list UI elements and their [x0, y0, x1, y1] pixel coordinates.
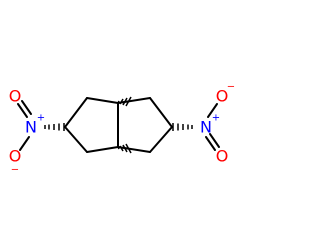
charge-n-left: + [37, 113, 45, 124]
hashed-bond-right-nitro [172, 123, 193, 131]
bond-c7-c8 [149, 126, 173, 153]
bond-c8-c4 [117, 146, 151, 153]
bond-n-right-o-top [207, 103, 218, 118]
bond-c5-c1 [64, 126, 88, 153]
atom-n-left: N [25, 118, 37, 137]
fusion-hashed-bonds [117, 96, 132, 154]
charge-o-left-bottom: − [11, 165, 19, 176]
left-nitro-bonds [17, 100, 32, 151]
nitro-hashed-bonds [44, 123, 193, 131]
atom-n-right: N [200, 118, 212, 137]
charge-n-right: + [212, 113, 220, 124]
bond-c6-c7 [149, 97, 173, 128]
bond-c1-c2 [64, 97, 88, 128]
atom-o-left-top: O [9, 87, 22, 106]
bond-c2-c3 [86, 97, 119, 104]
structure-diagram: N + O O − N + O − O [9, 82, 235, 176]
bond-c4-c5 [86, 146, 119, 153]
bond-c3-c6 [117, 97, 151, 104]
atom-labels: N + O O − N + O − O [9, 82, 235, 176]
bond-n-left-o-bottom [19, 136, 30, 151]
hashed-bond-left-nitro [44, 123, 65, 131]
right-nitro-bonds [205, 103, 220, 151]
bond-n-right-o-bottom-a [205, 136, 216, 151]
charge-o-right-top: − [227, 82, 235, 93]
atom-o-left-bottom: O [9, 147, 22, 166]
bond-n-left-o-top-b [21, 100, 32, 115]
hashed-bond-top [117, 96, 132, 107]
atom-o-right-bottom: O [216, 147, 229, 166]
hashed-bond-bottom [117, 143, 132, 154]
ring-bonds [64, 97, 173, 153]
bond-n-left-o-top-a [17, 103, 28, 118]
bond-n-right-o-bottom-b [209, 133, 220, 148]
atom-o-right-top: O [216, 87, 229, 106]
